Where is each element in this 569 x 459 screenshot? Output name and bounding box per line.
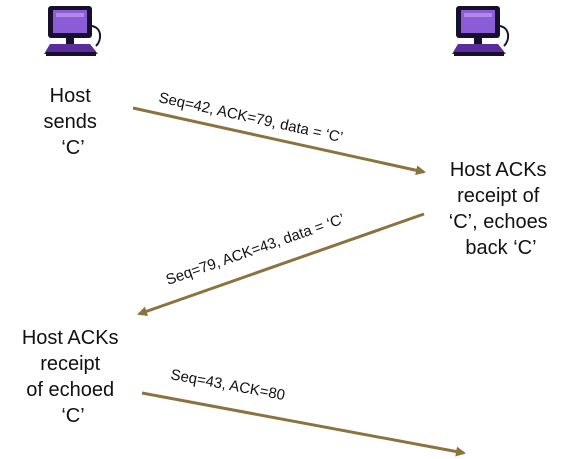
message-arrow-3	[141, 391, 466, 457]
message-arrow-1	[132, 106, 426, 176]
host-sends-line: sends	[44, 111, 97, 133]
host-sends-line: Host	[50, 85, 92, 107]
host-acks-echo-line: of echoed	[26, 379, 114, 401]
message-label-3: Seq=43, ACK=80	[169, 366, 286, 404]
host-acks-echo-line: receipt	[40, 353, 100, 375]
host-acks-echo-line: ‘C’	[61, 405, 84, 427]
host-acks-c-line: back ‘C’	[465, 237, 536, 259]
host-acks-echo-label: Host ACKs receipt of echoed ‘C’	[22, 327, 124, 427]
host-acks-echo-line: Host ACKs	[22, 327, 119, 349]
host-acks-c-label: Host ACKs receipt of ‘C’, echoes back ‘C…	[449, 159, 554, 259]
host-acks-c-line: Host ACKs	[450, 159, 547, 181]
computer-icon	[44, 6, 102, 56]
host-acks-c-line: receipt of	[457, 185, 540, 207]
host-sends-label: Host sends ‘C’	[44, 85, 103, 159]
computer-icon	[452, 6, 510, 56]
message-label-1: Seq=42, ACK=79, data = ‘C’	[157, 89, 344, 146]
message-arrow-2	[137, 212, 425, 317]
host-sends-line: ‘C’	[61, 137, 84, 159]
host-acks-c-line: ‘C’, echoes	[449, 211, 548, 233]
